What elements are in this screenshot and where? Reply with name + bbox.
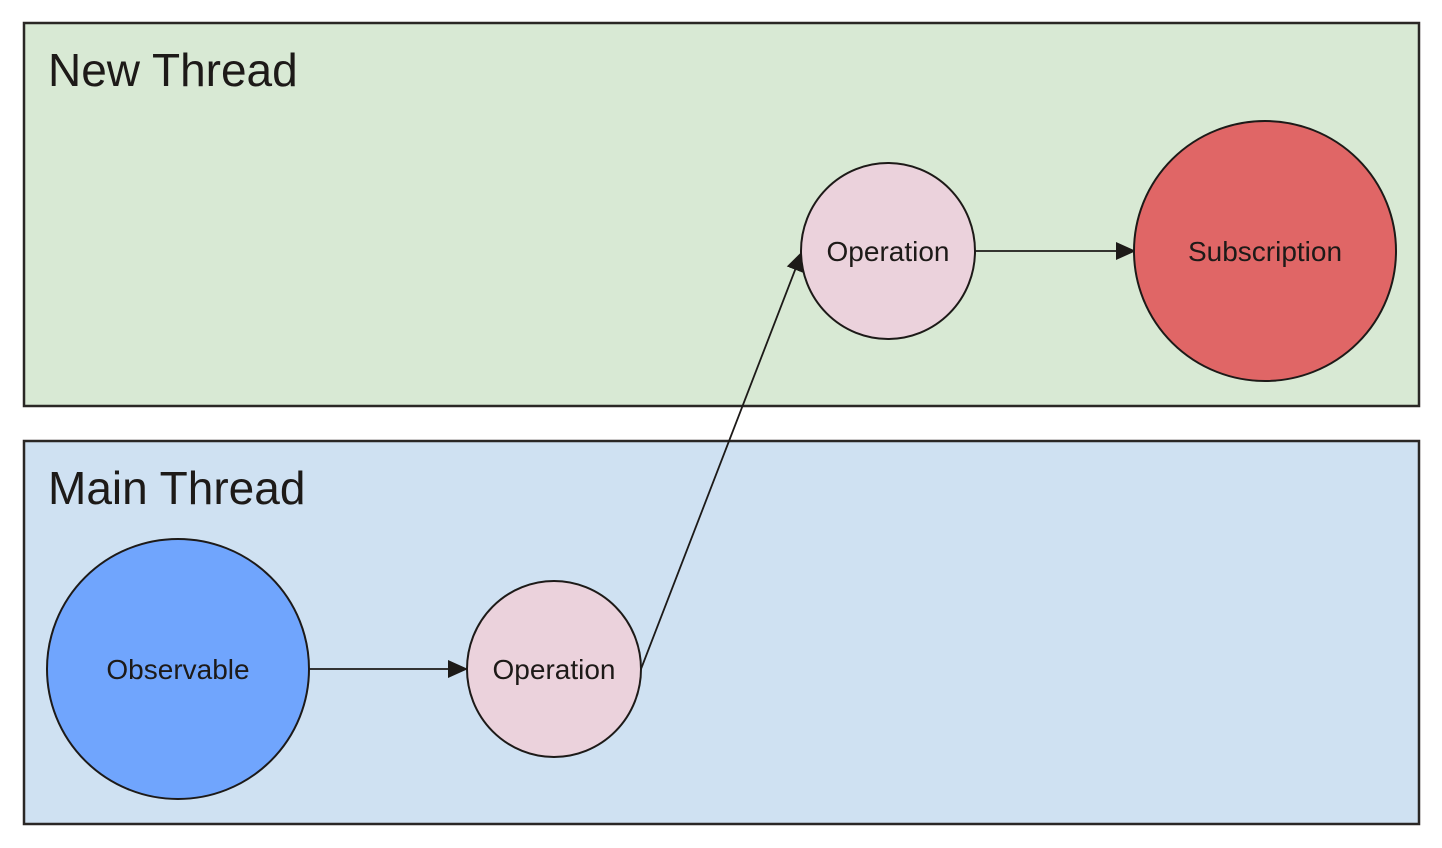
- node-operation-main-label: Operation: [493, 654, 616, 685]
- edge-operation-main-to-operation-new: [640, 251, 804, 670]
- node-observable-label: Observable: [106, 654, 249, 685]
- node-observable: Observable: [46, 538, 310, 800]
- node-subscription: Subscription: [1133, 120, 1397, 382]
- lane-main-thread-title: Main Thread: [48, 462, 305, 514]
- node-operation-new: Operation: [800, 162, 976, 340]
- node-operation-new-label: Operation: [827, 236, 950, 267]
- node-subscription-label: Subscription: [1188, 236, 1342, 267]
- node-operation-main: Operation: [466, 580, 642, 758]
- lane-new-thread-title: New Thread: [48, 44, 298, 96]
